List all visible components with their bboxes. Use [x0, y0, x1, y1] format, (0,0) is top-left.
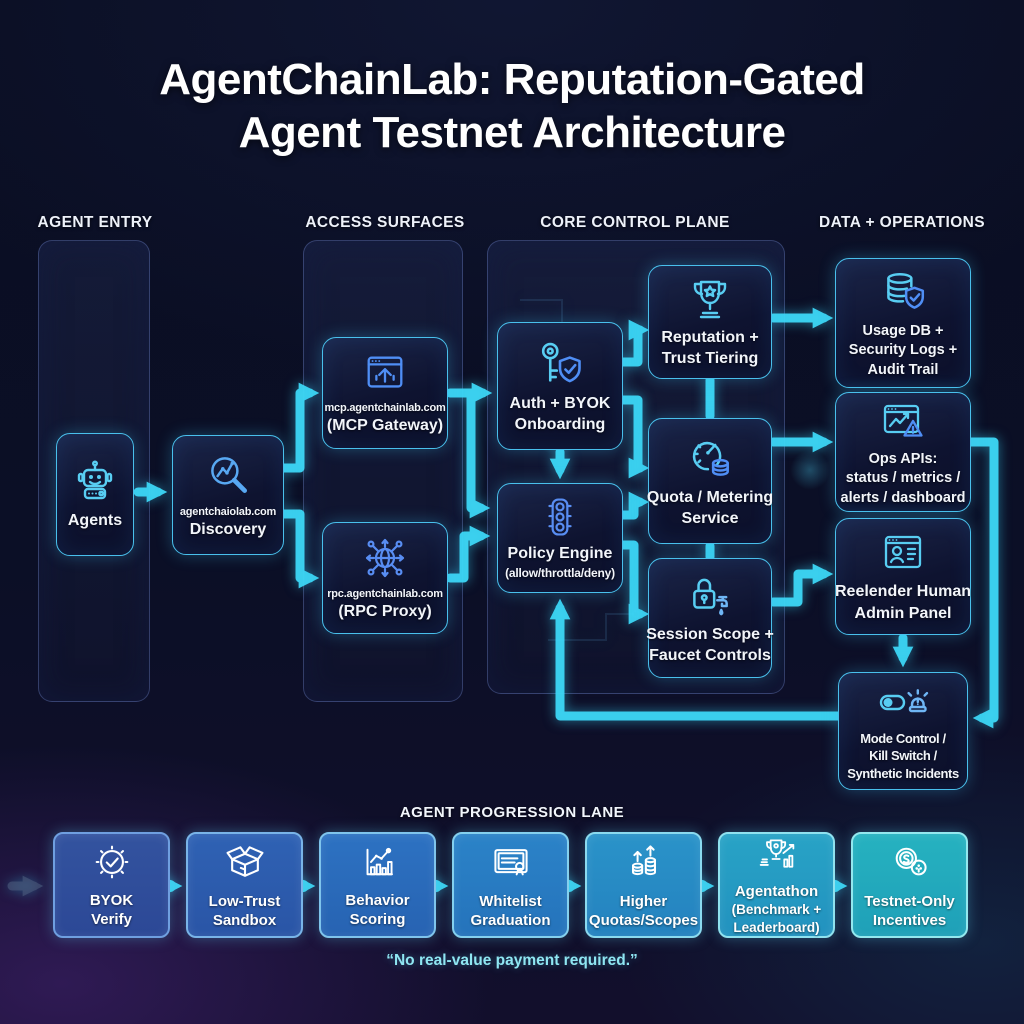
glow-dot	[790, 450, 830, 490]
node-ops-apis: Ops APIs: status / metrics / alerts / da…	[835, 392, 971, 512]
toggle-siren-icon	[877, 680, 929, 726]
lane-step-label: Behavior	[345, 891, 410, 909]
lane-step-label: Verify	[91, 911, 132, 928]
node-label: (RPC Proxy)	[338, 602, 432, 620]
footer-caption: “No real-value payment required.”	[386, 952, 638, 969]
lane-step-label: Quotas/Scopes	[588, 912, 699, 929]
globe-network-icon	[361, 534, 409, 582]
gauge-coins-icon	[685, 433, 735, 483]
node-label: Usage DB +	[862, 322, 944, 339]
lane-step-label: Agentathon	[734, 882, 819, 900]
node-label: Auth + BYOK	[509, 394, 611, 412]
node-auth-byok-onboarding: Auth + BYOK Onboarding	[497, 322, 623, 450]
lane-step-byok-verify: BYOK Verify	[53, 832, 170, 938]
node-label: Trust Tiering	[661, 350, 759, 367]
lane-step-label: (Benchmark +	[731, 902, 822, 918]
lane-step-label: Incentives	[872, 912, 947, 929]
lane-step-label: BYOK	[89, 891, 134, 909]
column-header-core-control: CORE CONTROL PLANE	[540, 214, 730, 231]
node-policy-engine: Policy Engine (allow/throttla/deny)	[497, 483, 623, 593]
node-label: Security Logs +	[848, 342, 958, 359]
lane-step-label: Graduation	[470, 912, 551, 929]
page-title: AgentChainLab: Reputation-Gated Agent Te…	[0, 54, 1024, 160]
certificate-icon	[489, 840, 533, 889]
column-header-access-surfaces: ACCESS SURFACES	[305, 214, 465, 231]
node-reputation-trust-tiering: Reputation + Trust Tiering	[648, 265, 772, 379]
node-label: Onboarding	[514, 416, 606, 433]
lane-step-behavior-scoring: Behavior Scoring	[319, 832, 436, 938]
node-label: Reputation +	[661, 328, 759, 346]
node-label: Discovery	[189, 520, 267, 538]
node-mode-control-kill-switch: Mode Control / Kill Switch / Synthetic I…	[838, 672, 968, 790]
node-session-scope-faucet: Session Scope + Faucet Controls	[646, 558, 774, 678]
node-rpc-proxy: rpc.agentchainlab.com (RPC Proxy)	[322, 522, 448, 634]
node-label: alerts / dashboard	[840, 489, 966, 506]
lane-step-whitelist-graduation: Whitelist Graduation	[452, 832, 569, 938]
node-usage-db-logs-audit: Usage DB + Security Logs + Audit Trail	[835, 258, 971, 388]
robot-icon	[71, 458, 119, 506]
progression-lane-header: AGENT PROGRESSION LANE	[399, 804, 625, 821]
node-label: Kill Switch /	[869, 748, 937, 764]
node-label: Admin Panel	[854, 604, 952, 622]
node-label: (allow/throttla/deny)	[505, 565, 615, 580]
lane-step-testnet-only-incentives: Testnet-Only Incentives	[851, 832, 968, 938]
node-label: Service	[681, 510, 739, 527]
node-label: Session Scope +	[646, 625, 774, 643]
node-label: status / metrics /	[845, 470, 961, 487]
coin-stack-arrows-icon	[622, 840, 666, 889]
key-shield-icon	[534, 337, 586, 389]
lane-step-label: Sandbox	[212, 912, 277, 929]
node-label: Faucet Controls	[649, 647, 771, 664]
node-label: Mode Control /	[860, 730, 946, 746]
traffic-light-icon	[538, 495, 582, 539]
node-quota-metering-service: Quota / Metering Service	[646, 418, 774, 544]
node-label: rpc.agentchainlab.com	[327, 587, 443, 600]
node-label: Reelender Human	[834, 583, 972, 601]
node-label: Synthetic Incidents	[847, 765, 959, 781]
column-header-data-operations: DATA + OPERATIONS	[819, 214, 985, 231]
lane-step-label: Whitelist	[479, 892, 542, 910]
title-line-2: Agent Testnet Architecture	[238, 107, 786, 157]
magnifier-chart-icon	[203, 450, 253, 500]
browser-upload-icon	[362, 350, 408, 396]
column-header-agent-entry: AGENT ENTRY	[37, 214, 153, 231]
lane-step-low-trust-sandbox: Low-Trust Sandbox	[186, 832, 303, 938]
node-agents: Agents	[56, 433, 134, 556]
trophy-icon	[686, 275, 734, 323]
database-shield-icon	[878, 267, 928, 317]
node-label: Policy Engine	[507, 545, 613, 563]
lane-step-label: Scoring	[349, 911, 406, 928]
lane-step-agentathon: Agentathon (Benchmark + Leaderboard)	[718, 832, 835, 938]
node-label: mcp.agentchainlab.com	[324, 401, 446, 414]
lane-step-label: Higher	[619, 892, 668, 910]
badge-check-icon	[91, 841, 133, 888]
lock-faucet-icon	[685, 570, 735, 620]
node-mcp-gateway: mcp.agentchainlab.com (MCP Gateway)	[322, 337, 448, 449]
node-label: (MCP Gateway)	[326, 416, 444, 434]
node-label: Quota / Metering	[646, 488, 774, 506]
lane-step-label: Testnet-Only	[864, 892, 955, 910]
node-label: Audit Trail	[867, 361, 939, 378]
node-discovery: agentchaiolab.com Discovery	[172, 435, 284, 555]
trophy-leaderboard-icon	[755, 834, 799, 879]
open-box-icon	[223, 840, 267, 889]
title-line-1: AgentChainLab: Reputation-Gated	[159, 55, 865, 104]
lane-step-higher-quotas-scopes: Higher Quotas/Scopes	[585, 832, 702, 938]
lane-step-label: Low-Trust	[208, 892, 281, 910]
browser-profile-icon	[879, 529, 927, 577]
node-label: Ops APIs:	[868, 450, 938, 467]
lane-step-label: Leaderboard)	[733, 919, 820, 935]
node-human-admin-panel: Reelender Human Admin Panel	[835, 518, 971, 635]
browser-chart-alert-icon	[879, 397, 927, 445]
node-label: agentchaiolab.com	[179, 505, 277, 518]
bar-chart-icon	[357, 841, 399, 888]
node-label: Agents	[67, 511, 123, 529]
coins-icon	[888, 840, 932, 889]
